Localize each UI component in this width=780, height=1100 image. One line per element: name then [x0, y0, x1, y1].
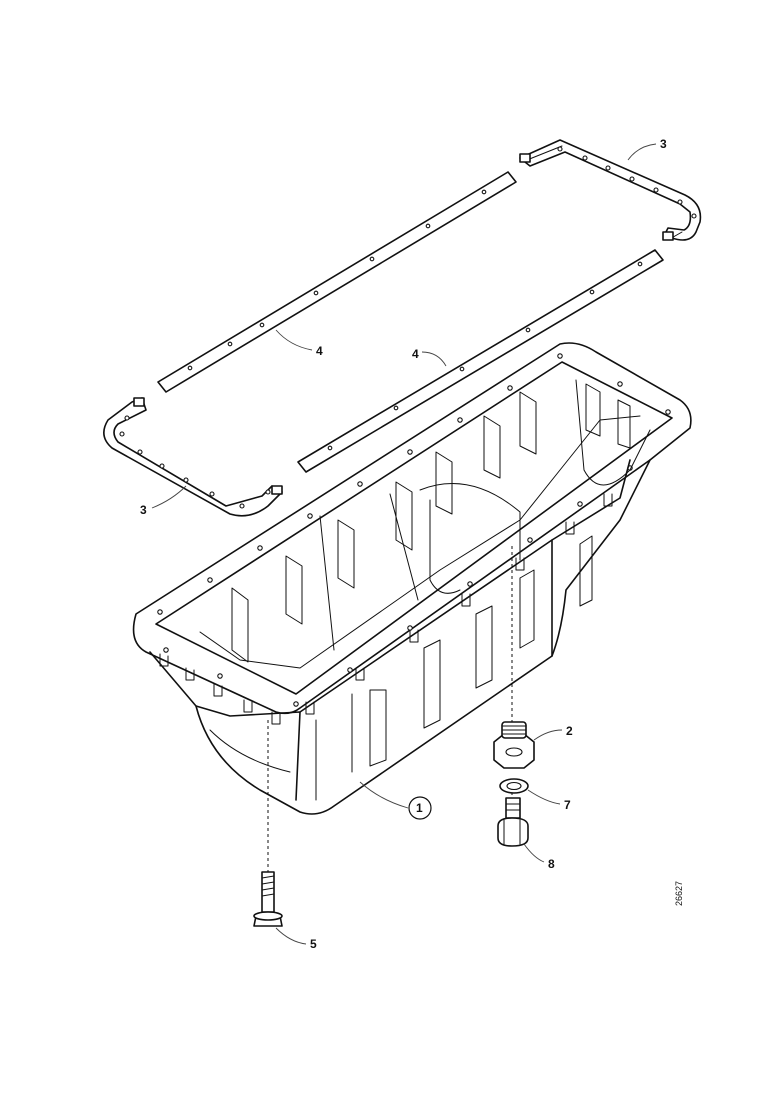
callout-4-top: 4: [275, 329, 323, 358]
svg-text:2: 2: [566, 724, 573, 738]
side-gasket-bottom: [297, 249, 664, 473]
callout-2: 2: [533, 724, 573, 741]
svg-text:4: 4: [412, 347, 419, 361]
callout-4-bottom: 4: [412, 347, 447, 367]
svg-text:1: 1: [416, 801, 423, 815]
callout-5: 5: [275, 927, 317, 951]
drain-plug: [497, 797, 529, 847]
oil-pan: [132, 342, 692, 815]
side-gasket-top: [157, 171, 517, 393]
drain-adapter: [493, 721, 535, 769]
end-gasket-bottom: [103, 397, 283, 517]
callout-3-bottom: 3: [140, 485, 187, 517]
svg-text:5: 5: [310, 937, 317, 951]
callout-3-top: 3: [627, 137, 667, 161]
figure-reference-code: 26627: [674, 881, 684, 906]
svg-text:7: 7: [564, 798, 571, 812]
svg-text:3: 3: [660, 137, 667, 151]
callout-1: 1: [359, 781, 432, 820]
svg-text:4: 4: [316, 344, 323, 358]
sealing-ring: [499, 778, 529, 794]
svg-text:3: 3: [140, 503, 147, 517]
flange-bolt: [253, 871, 283, 927]
end-gasket-top: [519, 139, 702, 241]
callout-8: 8: [523, 843, 555, 871]
callout-7: 7: [527, 789, 571, 812]
svg-text:8: 8: [548, 857, 555, 871]
